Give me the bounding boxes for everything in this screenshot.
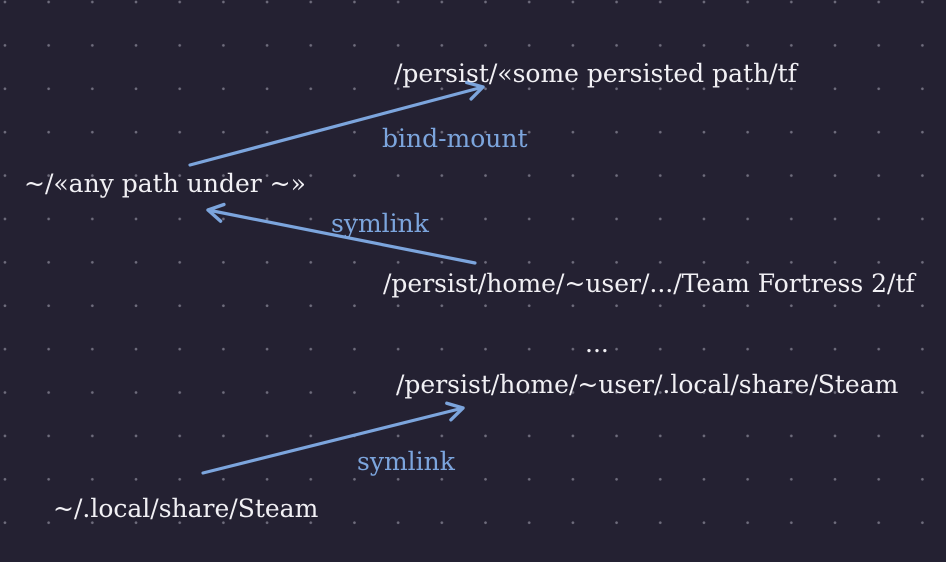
symlink-arrow-2 xyxy=(201,401,465,475)
path-node-home-any-path: ~/«any path under ~» xyxy=(24,169,306,198)
path-node-home-steam: ~/.local/share/Steam xyxy=(53,494,319,523)
path-node-persist-steam: /persist/home/~user/.local/share/Steam xyxy=(396,370,899,399)
bind-mount-arrow xyxy=(188,80,485,167)
path-node-persist-some-path: /persist/«some persisted path/tf xyxy=(394,59,797,88)
edge-label-symlink-1: symlink xyxy=(331,209,429,238)
path-node-persist-team-fortress: /persist/home/~user/.../Team Fortress 2/… xyxy=(383,269,915,298)
edge-label-bind-mount: bind-mount xyxy=(382,124,528,153)
symlink-arrow-1 xyxy=(206,202,477,265)
ellipsis-node: ... xyxy=(585,329,609,358)
edge-label-symlink-2: symlink xyxy=(357,447,455,476)
